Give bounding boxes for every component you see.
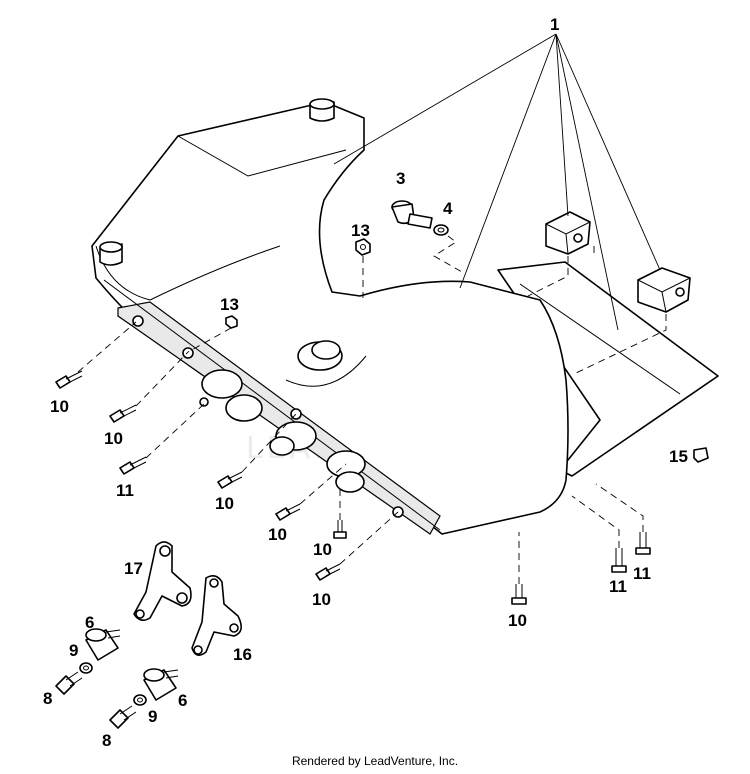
callout-9-a: 9 — [69, 641, 78, 660]
bolt-10-g — [511, 584, 527, 605]
leader-lines — [333, 33, 661, 331]
body-knob-top — [309, 98, 335, 122]
bolt-10-f — [315, 563, 341, 581]
callout-13-left: 13 — [220, 295, 239, 314]
body-cap-center — [297, 340, 343, 371]
mount-block-upper — [545, 211, 591, 255]
callout-10-g: 10 — [508, 611, 527, 630]
callout-6-b: 6 — [178, 691, 187, 710]
callout-4: 4 — [443, 199, 453, 218]
nut-13-left — [225, 315, 238, 329]
footer-credit: Rendered by LeadVenture, Inc. — [291, 754, 459, 768]
callout-8-b: 8 — [102, 731, 111, 750]
bolt-10-a — [55, 370, 83, 389]
bolt-8-b — [109, 705, 137, 729]
bolt-10-d — [275, 503, 301, 521]
callout-11-b: 11 — [609, 577, 627, 596]
bolt-8-a — [55, 671, 83, 695]
callout-11-a: 11 — [116, 481, 134, 500]
bracket-17 — [133, 541, 192, 622]
callout-13-upper: 13 — [351, 221, 370, 240]
body-knob-left — [99, 241, 123, 266]
callout-10-d: 10 — [268, 525, 287, 544]
bolt-10-e — [333, 520, 347, 539]
bolt-11-c — [635, 532, 651, 555]
callout-10-e: 10 — [313, 540, 332, 559]
bolt-11-a — [119, 456, 147, 475]
callout-6-a: 6 — [85, 613, 94, 632]
rubber-mount-6-b — [143, 668, 179, 701]
callout-9-b: 9 — [148, 707, 157, 726]
washer-9-b — [133, 694, 147, 706]
bolt-11-b — [611, 548, 627, 573]
bolt-10-b — [109, 404, 137, 423]
callout-17: 17 — [124, 559, 143, 578]
callout-1: 1 — [550, 15, 559, 34]
callout-8-a: 8 — [43, 689, 52, 708]
rubber-mount-6-a — [85, 628, 121, 661]
callout-labels: 1 3 4 13 13 10 10 11 10 10 10 10 10 11 1… — [43, 15, 688, 750]
callout-10-f: 10 — [312, 590, 331, 609]
washer-4 — [433, 224, 449, 236]
washer-9-a — [79, 662, 93, 674]
plug-15 — [693, 447, 709, 463]
nut-13-upper — [355, 238, 371, 256]
bolt-3 — [391, 200, 433, 229]
callout-15: 15 — [669, 447, 688, 466]
callout-10-c: 10 — [215, 494, 234, 513]
callout-11-c: 11 — [633, 564, 651, 583]
assembly-lines — [77, 235, 667, 584]
callout-16: 16 — [233, 645, 252, 664]
bracket-16 — [191, 574, 242, 656]
callout-10-a: 10 — [50, 397, 69, 416]
skid-plate — [91, 98, 719, 535]
callout-3: 3 — [396, 169, 405, 188]
mount-block-lower — [637, 267, 691, 313]
callout-10-b: 10 — [104, 429, 123, 448]
bolt-10-c — [217, 471, 243, 489]
